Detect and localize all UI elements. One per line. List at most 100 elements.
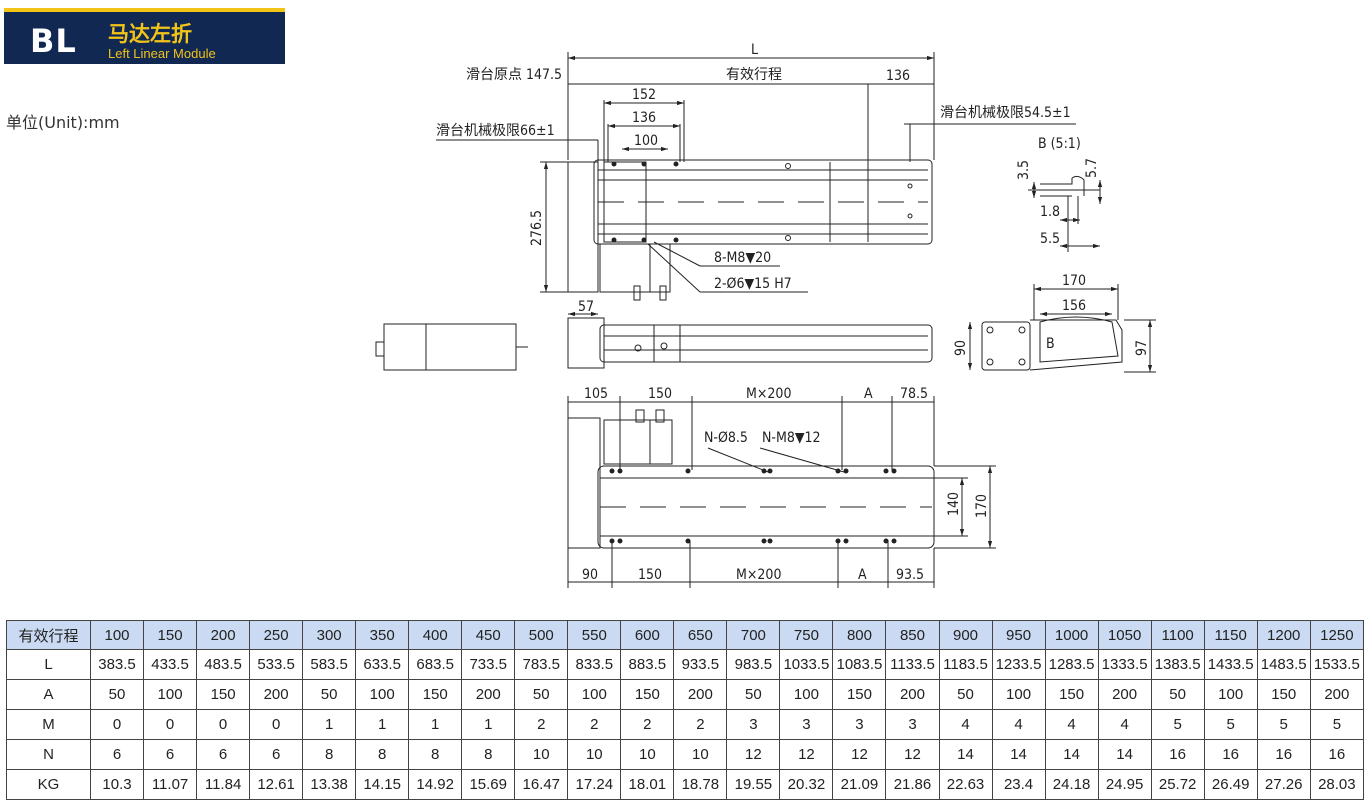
table-cell: 150 (196, 679, 251, 710)
table-cell: 683.5 (408, 649, 463, 680)
table-cell: 483.5 (196, 649, 251, 680)
table-cell: 733.5 (461, 649, 516, 680)
table-cell: 10.3 (89, 769, 145, 800)
hole-spec-b: 2-Ø6▼15 H7 (714, 276, 792, 292)
table-header-stroke: 450 (461, 620, 516, 650)
table-cell: 16 (1150, 739, 1205, 770)
table-header-stroke: 150 (143, 620, 198, 650)
table-cell: 1133.5 (885, 649, 940, 680)
table-cell: 13.38 (302, 769, 357, 800)
table-header-stroke: 600 (620, 620, 675, 650)
top-view (436, 52, 1076, 317)
bot-170: 170 (974, 494, 990, 518)
table-cell: 2 (514, 709, 569, 740)
table-cell: 14 (938, 739, 993, 770)
bottom-view (567, 396, 996, 588)
table-cell: 5 (1309, 709, 1365, 740)
table-cell: 200 (1097, 679, 1152, 710)
table-cell: 1483.5 (1256, 649, 1311, 680)
table-cell: 0 (249, 709, 304, 740)
table-cell: 583.5 (302, 649, 357, 680)
dim-stroke: 有效行程 (726, 67, 782, 83)
bot-b-m200: M×200 (736, 567, 781, 583)
table-header-stroke: 800 (832, 620, 887, 650)
drawing-labels: L 滑台原点 147.5 有效行程 136 152 136 100 滑台机械极限… (436, 42, 1150, 583)
dim-136: 136 (632, 110, 656, 126)
product-title-cn: 马达左折 (108, 22, 192, 46)
bot-150: 150 (648, 386, 672, 402)
table-cell: 100 (567, 679, 622, 710)
end-97: 97 (1134, 340, 1150, 356)
table-cell: 100 (1203, 679, 1258, 710)
table-cell: 20.32 (779, 769, 834, 800)
dim-57: 57 (578, 299, 594, 315)
table-cell: 200 (673, 679, 728, 710)
table-cell: 10 (673, 739, 728, 770)
table-cell: 1383.5 (1150, 649, 1205, 680)
table-cell: 8 (355, 739, 410, 770)
table-cell: 3 (832, 709, 887, 740)
table-header-stroke: 750 (779, 620, 834, 650)
end-90: 90 (953, 340, 969, 356)
bot-n-thread: N-M8▼12 (762, 430, 821, 446)
table-cell: 6 (249, 739, 304, 770)
table-cell: 1433.5 (1203, 649, 1258, 680)
table-cell: 0 (89, 709, 145, 740)
table-cell: 12.61 (249, 769, 304, 800)
table-cell: 14.92 (408, 769, 463, 800)
product-title-en: Left Linear Module (108, 46, 216, 61)
table-header-stroke: 1000 (1044, 620, 1099, 650)
table-cell: 150 (1044, 679, 1099, 710)
table-header-label: 有效行程 (6, 620, 91, 650)
table-cell: 14 (991, 739, 1046, 770)
table-cell: 783.5 (514, 649, 569, 680)
table-header-stroke: 900 (938, 620, 993, 650)
table-cell: 28.03 (1309, 769, 1365, 800)
dim-136-right: 136 (886, 68, 910, 84)
table-cell: 1083.5 (832, 649, 887, 680)
table-cell: 26.49 (1203, 769, 1258, 800)
table-cell: 18.01 (620, 769, 675, 800)
table-cell: 1233.5 (991, 649, 1046, 680)
end-156: 156 (1062, 298, 1086, 314)
table-cell: 11.84 (196, 769, 251, 800)
unit-label: 单位(Unit):mm (6, 113, 120, 132)
table-header-stroke: 350 (355, 620, 410, 650)
table-cell: 1 (461, 709, 516, 740)
table-header-stroke: 500 (514, 620, 569, 650)
table-cell: 21.86 (885, 769, 940, 800)
table-cell: 24.18 (1044, 769, 1099, 800)
table-cell: 833.5 (567, 649, 622, 680)
table-header-stroke: 100 (89, 620, 145, 650)
table-header-stroke: 200 (196, 620, 251, 650)
detail-title: B (5:1) (1038, 136, 1081, 152)
table-cell: 1033.5 (779, 649, 834, 680)
table-cell: 12 (779, 739, 834, 770)
bot-b-90: 90 (582, 567, 598, 583)
table-cell: 11.07 (143, 769, 198, 800)
table-cell: 50 (514, 679, 569, 710)
bot-78-5: 78.5 (900, 386, 928, 402)
bot-140: 140 (946, 492, 962, 516)
detail-5-7: 5.7 (1084, 158, 1100, 178)
bot-n-hole: N-Ø8.5 (704, 430, 748, 446)
table-header-stroke: 250 (249, 620, 304, 650)
table-cell: 8 (408, 739, 463, 770)
limit-left: 滑台机械极限66±1 (436, 122, 555, 139)
table-cell: 150 (620, 679, 675, 710)
table-cell: 4 (1097, 709, 1152, 740)
table-cell: 5 (1203, 709, 1258, 740)
technical-drawing: L 滑台原点 147.5 有效行程 136 152 136 100 滑台机械极限… (375, 42, 1156, 588)
table-cell: 100 (779, 679, 834, 710)
table-cell: 4 (938, 709, 993, 740)
bot-b-150: 150 (638, 567, 662, 583)
table-cell: 2 (673, 709, 728, 740)
table-cell: 14 (1097, 739, 1152, 770)
table-cell: 12 (726, 739, 781, 770)
table-cell: 22.63 (938, 769, 993, 800)
